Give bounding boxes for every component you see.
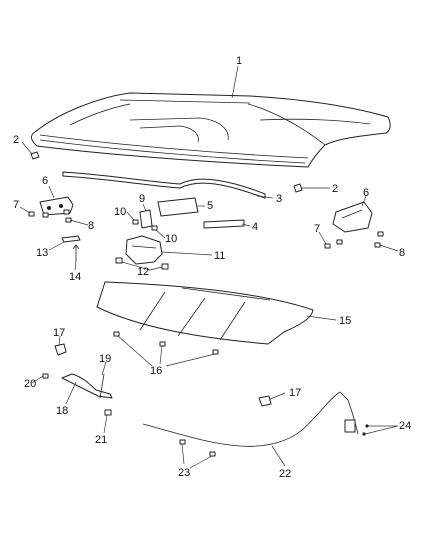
callout-1: 1: [236, 55, 242, 67]
callout-17-right: 17: [289, 387, 301, 399]
callout-labels: 1 2 2 3 4 5 6 6 7 7 8 8 9 10 10 11 12 13…: [13, 55, 411, 480]
callout-19: 19: [99, 353, 111, 365]
callout-16: 16: [150, 365, 162, 377]
callout-17-left: 17: [53, 327, 65, 339]
callout-18: 18: [56, 405, 68, 417]
callout-9: 9: [139, 193, 145, 205]
callout-8-right: 8: [399, 247, 405, 259]
callout-5: 5: [207, 200, 213, 212]
callout-12: 12: [137, 266, 149, 278]
callout-3: 3: [276, 193, 282, 205]
callout-15: 15: [339, 315, 351, 327]
callout-2-right: 2: [332, 183, 338, 195]
hood-insulator: [96, 281, 314, 345]
hood-panel: [31, 92, 391, 168]
hinge-right: [332, 201, 373, 233]
callout-2-left: 2: [13, 134, 19, 146]
callout-23: 23: [178, 467, 190, 479]
callout-7-left: 7: [13, 199, 19, 211]
latch-area-parts: [115, 197, 245, 270]
callout-24: 24: [399, 420, 411, 432]
callout-20: 20: [24, 378, 36, 390]
callout-21: 21: [95, 434, 107, 446]
callout-7-right: 7: [314, 223, 320, 235]
hood-support-parts: [61, 235, 81, 262]
callout-8-left: 8: [88, 220, 94, 232]
callout-6-left: 6: [42, 175, 48, 187]
hinge-bolts-left: [28, 209, 72, 223]
callout-11: 11: [214, 250, 225, 262]
release-handle-parts: [42, 343, 113, 416]
leader-lines: [19, 65, 399, 469]
callout-22: 22: [279, 468, 291, 480]
callout-10-left: 10: [114, 206, 126, 218]
callout-13: 13: [36, 247, 48, 259]
bumper-stops: [30, 151, 303, 193]
callout-10-right: 10: [165, 233, 177, 245]
hood-seal: [62, 171, 266, 199]
release-cable: [142, 391, 369, 457]
hinge-bolts-right: [324, 231, 384, 249]
callout-6-right: 6: [363, 187, 369, 199]
insulator-clips: [113, 331, 219, 355]
callout-4: 4: [252, 221, 258, 233]
callout-14: 14: [69, 271, 81, 283]
